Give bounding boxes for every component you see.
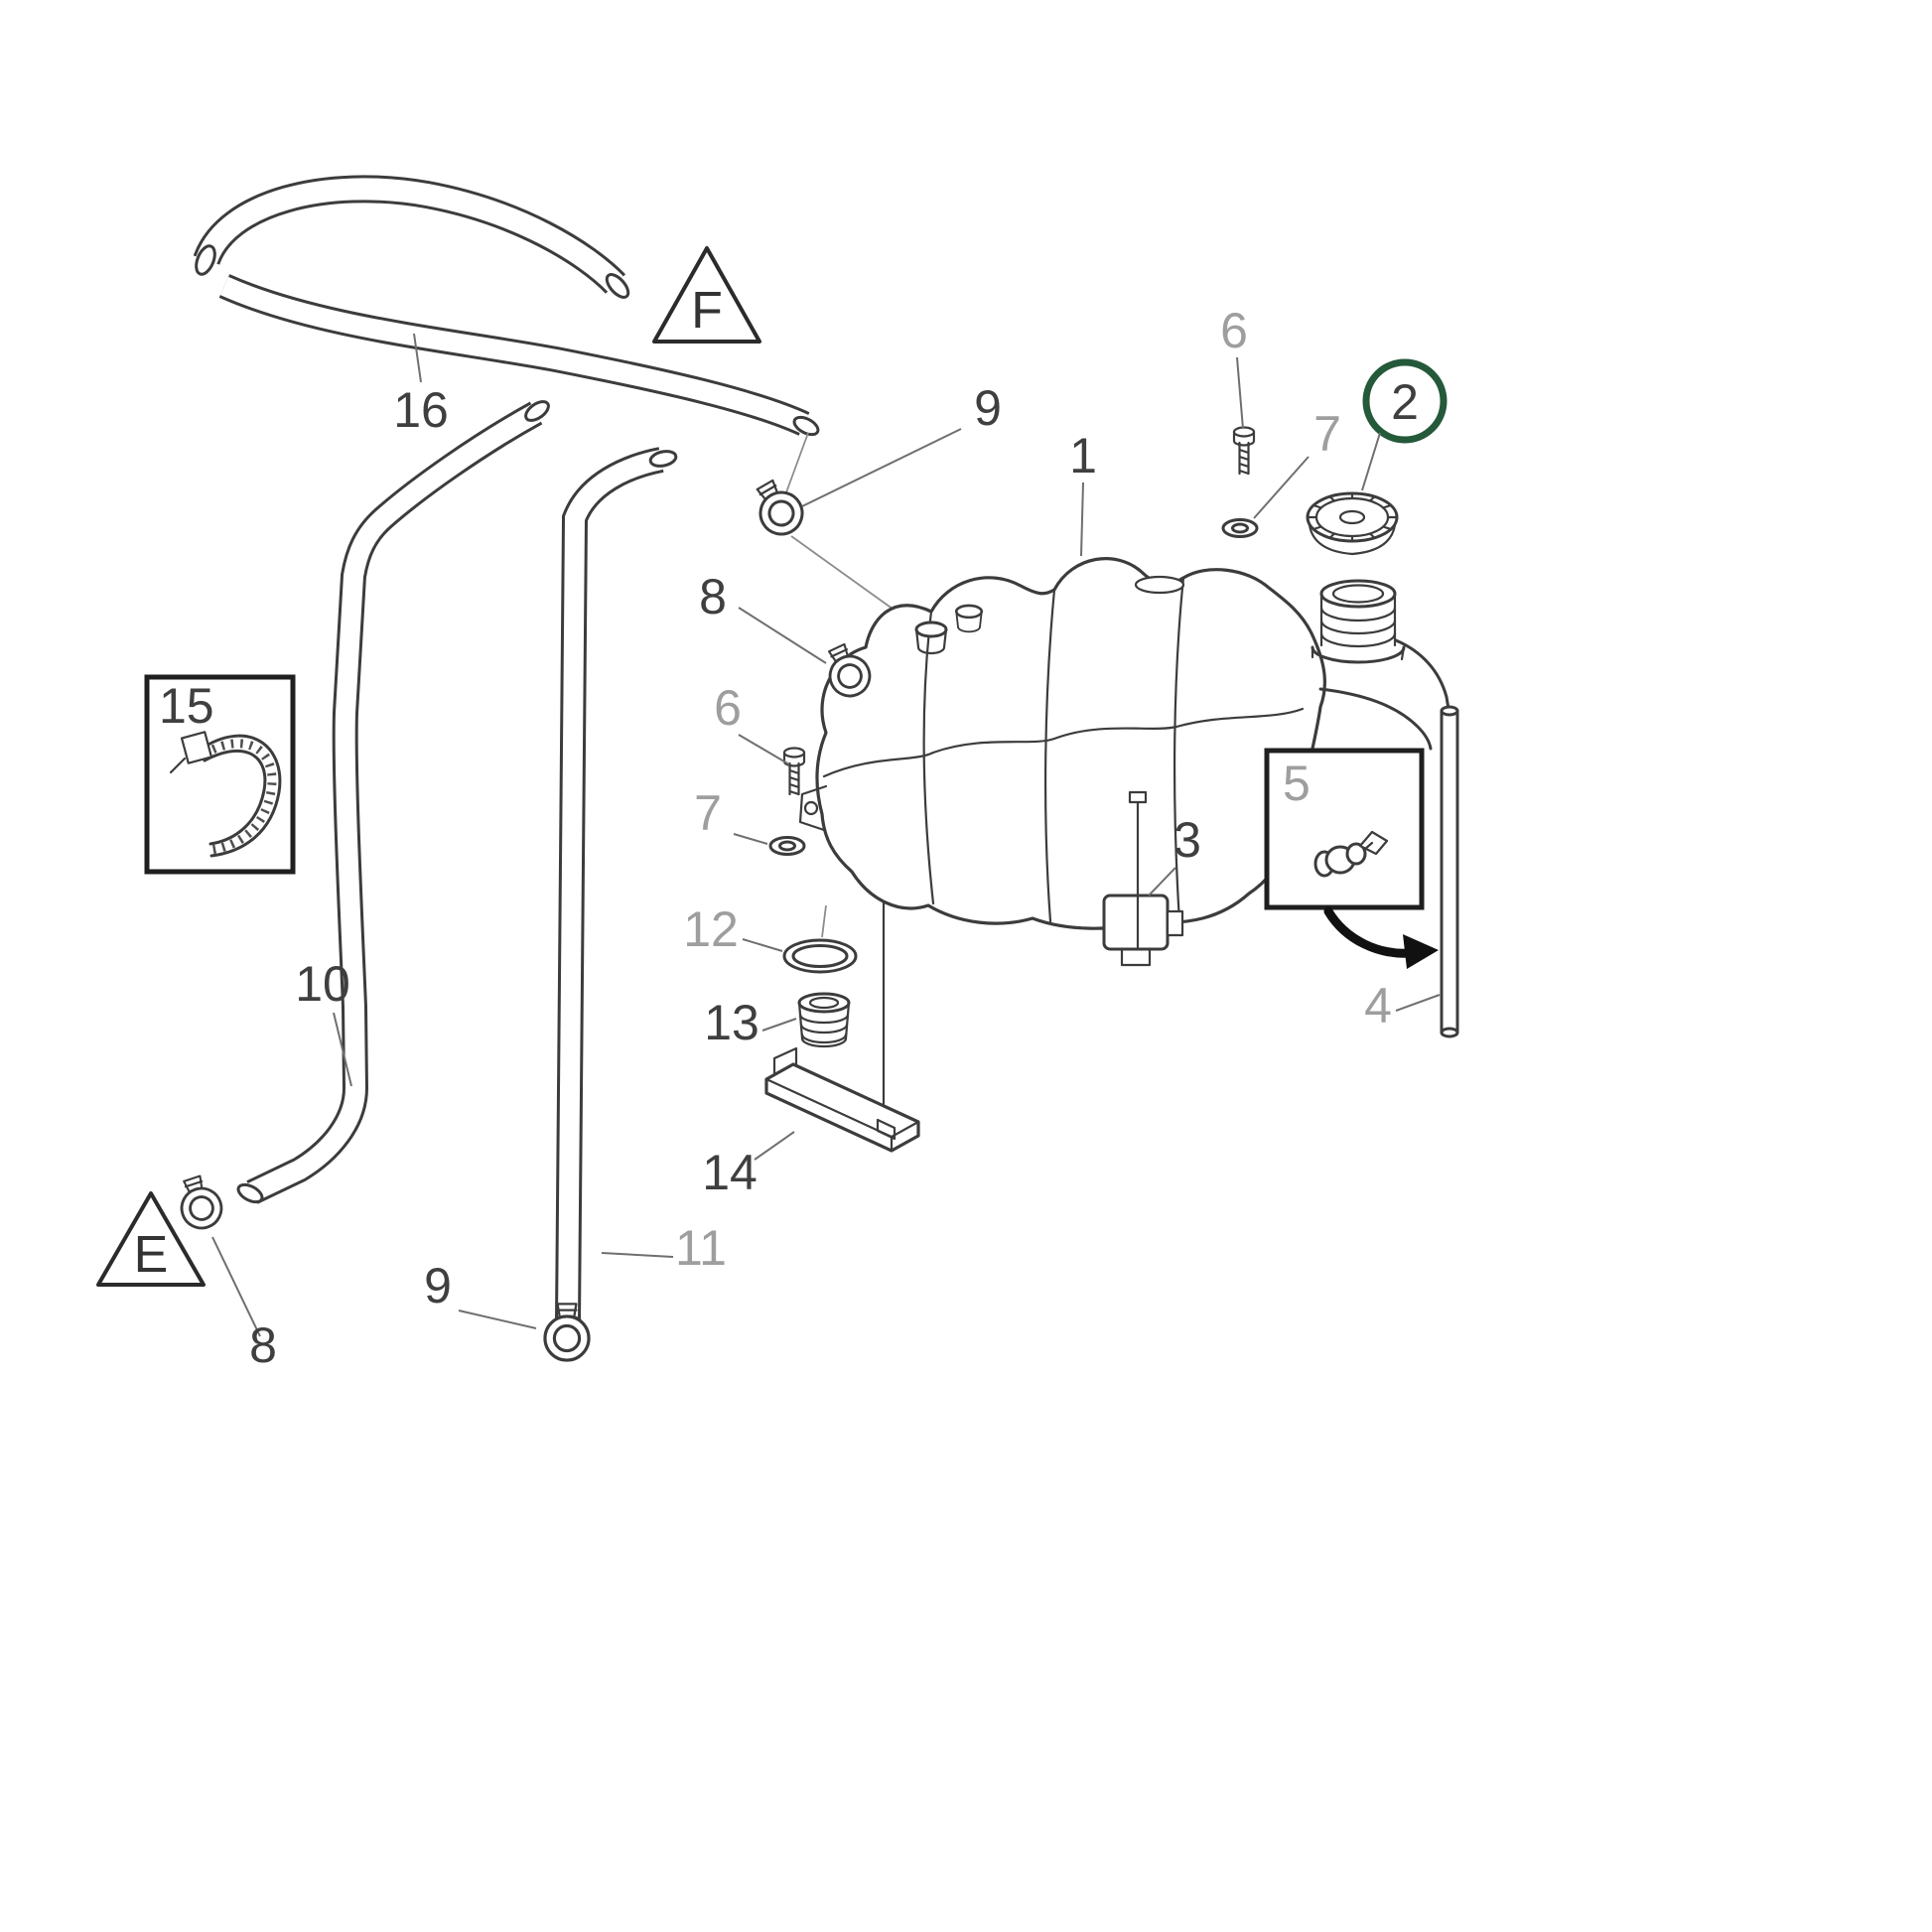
leader-lines — [211, 333, 1441, 1337]
leader-6-top — [1236, 356, 1244, 430]
clamp-8-bottom — [171, 1171, 228, 1235]
expansion-tank — [798, 557, 1326, 930]
drain-fitting-5 — [1313, 830, 1389, 878]
leader-8-bottom — [211, 1236, 261, 1337]
callout-6-mid: 6 — [714, 680, 742, 736]
leader-6-mid — [738, 734, 790, 765]
callout-3: 3 — [1173, 812, 1201, 868]
callout-8-top: 8 — [699, 569, 727, 624]
bolt-6-mid — [782, 747, 806, 796]
oring-12 — [782, 938, 858, 974]
leader-9-bottom — [458, 1310, 537, 1329]
hose-10-end-bottom — [236, 1182, 264, 1204]
tank-mount-tab — [798, 784, 828, 832]
leader-12 — [742, 938, 783, 952]
callout-13: 13 — [704, 995, 759, 1050]
tank-seam-1 — [922, 610, 935, 905]
sensor-3 — [1102, 790, 1184, 967]
tank-seam-mid — [822, 707, 1305, 778]
leader-11 — [601, 1252, 674, 1258]
tank-nipple-1 — [914, 621, 948, 655]
callout-12: 12 — [683, 901, 739, 957]
leader-8-top — [738, 607, 827, 664]
arrow-box5-to-pipe4 — [1323, 906, 1439, 969]
hose-16-end-right — [792, 415, 820, 437]
callout-9-bottom: 9 — [424, 1258, 452, 1313]
washer-7-top — [1221, 518, 1259, 538]
callout-2: 2 — [1391, 374, 1419, 430]
highlight-circle-part2 — [1362, 358, 1448, 444]
leader-9-top — [801, 428, 962, 507]
callout-6-top: 6 — [1220, 303, 1248, 358]
pressure-cap — [1306, 491, 1399, 556]
callout-4: 4 — [1364, 978, 1392, 1034]
callout-16: 16 — [393, 382, 449, 438]
hose-10 — [236, 400, 550, 1204]
detail-box-5 — [1264, 748, 1425, 910]
leader-7-top — [1253, 456, 1310, 519]
callout-11: 11 — [675, 1220, 727, 1276]
plug-13 — [797, 992, 851, 1048]
hose-11 — [553, 447, 678, 1330]
hose-10-end-top — [524, 400, 550, 422]
marker-e-label: E — [134, 1226, 169, 1284]
tank-seam-3 — [1173, 576, 1185, 923]
leader-2 — [1361, 432, 1381, 491]
tank-nipple-2 — [954, 604, 984, 633]
hose-16 — [193, 175, 820, 437]
tank-top-boss — [1134, 575, 1185, 595]
tank-mount-tab-hole — [803, 800, 819, 816]
bolt-6-top — [1232, 426, 1256, 476]
leader-1 — [1080, 482, 1084, 557]
callout-10: 10 — [295, 956, 350, 1012]
leader-16 — [413, 333, 422, 383]
cable-tie-15 — [169, 731, 282, 858]
callout-9-top: 9 — [974, 380, 1002, 436]
leader-10 — [333, 1012, 352, 1087]
tank-outlet-arm — [1318, 638, 1450, 751]
triangle-marker-f: F — [652, 246, 761, 344]
callout-14: 14 — [702, 1145, 758, 1200]
leader-7-mid — [733, 833, 768, 845]
hose-11-end-top — [648, 450, 678, 468]
marker-f-label: F — [691, 282, 723, 340]
leader-14 — [754, 1131, 795, 1161]
clamp-9-top — [745, 473, 812, 544]
pipe-4 — [1440, 705, 1459, 1038]
leader-13 — [761, 1018, 797, 1032]
callout-15: 15 — [159, 678, 214, 734]
callout-7-top: 7 — [1313, 406, 1341, 462]
leader-4 — [1395, 994, 1441, 1012]
alignment-line-hose16-clamp9 — [785, 432, 809, 493]
triangle-marker-e: E — [96, 1191, 206, 1287]
leader-3 — [1148, 867, 1176, 897]
callout-1: 1 — [1069, 428, 1097, 483]
hose-16-end-left — [195, 244, 216, 276]
callout-5: 5 — [1283, 756, 1311, 811]
callout-7-mid: 7 — [694, 785, 722, 841]
alignment-line-oring — [821, 904, 827, 938]
washer-7-mid — [768, 836, 806, 856]
hose-16-end-f — [605, 273, 630, 299]
filler-neck — [1311, 579, 1406, 664]
bracket-14 — [764, 1046, 920, 1153]
callout-labels: 16 9 1 6 7 2 8 6 7 3 5 4 12 13 14 15 10 … — [159, 303, 1419, 1373]
callout-8-bottom: 8 — [249, 1317, 277, 1373]
tank-seam-2 — [1043, 588, 1056, 923]
